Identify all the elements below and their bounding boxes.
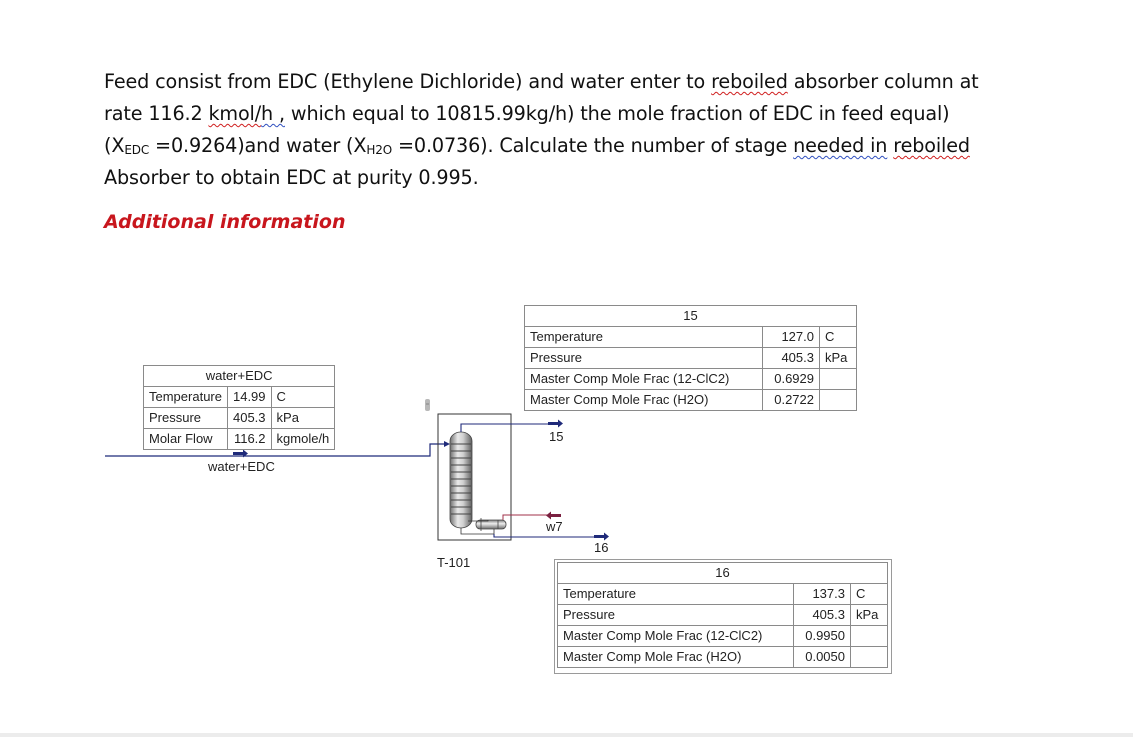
property-value: 137.3 bbox=[793, 583, 851, 605]
text-run: which equal to 10815.99kg/h) the mole fr… bbox=[284, 102, 950, 125]
property-unit bbox=[819, 389, 857, 411]
property-name: Master Comp Mole Frac (H2O) bbox=[556, 646, 795, 668]
problem-line-2: rate 116.2 kmol/h , which equal to 10815… bbox=[104, 98, 1024, 130]
spellcheck-flag: reboiled bbox=[893, 134, 970, 157]
table-row: Pressure 405.3 kPa bbox=[143, 407, 336, 429]
property-name: Pressure bbox=[556, 604, 795, 626]
energy-stream-w7-label[interactable]: w7 bbox=[546, 519, 563, 534]
problem-line-4: Absorber to obtain EDC at purity 0.995. bbox=[104, 166, 479, 189]
property-value: 116.2 bbox=[226, 428, 272, 450]
feed-stream-table: water+EDC Temperature 14.99 C Pressure 4… bbox=[142, 365, 336, 450]
stream-16-table: 16 Temperature 137.3 C Pressure 405.3 kP… bbox=[556, 562, 888, 668]
property-name: Master Comp Mole Frac (H2O) bbox=[524, 389, 763, 411]
property-value: 0.0050 bbox=[793, 646, 851, 668]
table-row: Master Comp Mole Frac (H2O) 0.0050 bbox=[556, 646, 888, 668]
table-row: Master Comp Mole Frac (12-ClC2) 0.6929 bbox=[524, 368, 857, 390]
property-name: Pressure bbox=[143, 407, 228, 429]
distillation-column-icon[interactable] bbox=[449, 431, 473, 529]
subscript: EDC bbox=[124, 143, 150, 157]
property-unit: kgmole/h bbox=[270, 428, 336, 450]
stream-15-label[interactable]: 15 bbox=[549, 429, 564, 444]
text-run: Feed consist from EDC (Ethylene Dichlori… bbox=[104, 70, 712, 93]
stream-16-label[interactable]: 16 bbox=[594, 540, 609, 555]
property-name: Master Comp Mole Frac (12-ClC2) bbox=[524, 368, 763, 390]
table-row: Temperature 14.99 C bbox=[143, 386, 336, 408]
page-bottom-edge bbox=[0, 733, 1133, 737]
table-row: Temperature 137.3 C bbox=[556, 583, 888, 605]
property-value: 0.9950 bbox=[793, 625, 851, 647]
property-name: Pressure bbox=[524, 347, 763, 369]
problem-statement: Feed consist from EDC (Ethylene Dichlori… bbox=[104, 66, 1024, 194]
property-value: 127.0 bbox=[761, 326, 821, 348]
text-run: (X bbox=[104, 134, 125, 157]
property-name: Master Comp Mole Frac (12-ClC2) bbox=[556, 625, 795, 647]
stream-16-arrow-icon[interactable] bbox=[594, 532, 609, 541]
text-run: =0.0736). Calculate the number of stage bbox=[392, 134, 794, 157]
stream-15-line[interactable] bbox=[460, 423, 560, 432]
table-title: 15 bbox=[524, 305, 857, 327]
additional-info-heading: Additional information bbox=[104, 211, 346, 233]
property-value: 0.6929 bbox=[761, 368, 821, 390]
feed-stream-arrow-icon[interactable] bbox=[233, 449, 248, 458]
property-unit: C bbox=[819, 326, 857, 348]
table-row: Pressure 405.3 kPa bbox=[556, 604, 888, 626]
property-unit bbox=[850, 646, 888, 668]
unit-ops-tag-icon bbox=[425, 399, 430, 411]
table-row: Molar Flow 116.2 kgmole/h bbox=[143, 428, 336, 450]
stream-15-arrow-icon[interactable] bbox=[548, 419, 563, 428]
property-unit bbox=[850, 625, 888, 647]
stream-16-line[interactable] bbox=[493, 534, 598, 538]
property-name: Temperature bbox=[556, 583, 795, 605]
text-run: rate 116.2 bbox=[104, 102, 209, 125]
table-row: Pressure 405.3 kPa bbox=[524, 347, 857, 369]
energy-stream-w7-line[interactable] bbox=[502, 514, 556, 520]
table-row: Master Comp Mole Frac (H2O) 0.2722 bbox=[524, 389, 857, 411]
property-value: 405.3 bbox=[761, 347, 821, 369]
stream-15-table: 15 Temperature 127.0 C Pressure 405.3 kP… bbox=[524, 305, 857, 411]
property-unit: kPa bbox=[270, 407, 336, 429]
property-unit: C bbox=[270, 386, 336, 408]
property-unit: kPa bbox=[850, 604, 888, 626]
column-label[interactable]: T-101 bbox=[437, 555, 471, 570]
problem-line-3: (XEDC =0.9264)and water (XH2O =0.0736). … bbox=[104, 130, 1024, 162]
spellcheck-flag: kmol/ bbox=[208, 102, 262, 125]
text-run: =0.9264)and water (X bbox=[149, 134, 367, 157]
property-value: 405.3 bbox=[226, 407, 272, 429]
property-value: 14.99 bbox=[226, 386, 272, 408]
problem-line-1: Feed consist from EDC (Ethylene Dichlori… bbox=[104, 66, 1024, 98]
property-name: Temperature bbox=[524, 326, 763, 348]
stream-16-table-frame bbox=[554, 559, 892, 674]
property-value: 405.3 bbox=[793, 604, 851, 626]
grammar-flag: h , bbox=[261, 102, 285, 125]
property-value: 0.2722 bbox=[761, 389, 821, 411]
column-frame bbox=[437, 413, 512, 541]
text-run: absorber column at bbox=[787, 70, 979, 93]
table-title: water+EDC bbox=[142, 365, 336, 387]
reboiler-icon[interactable] bbox=[460, 518, 507, 535]
property-name: Molar Flow bbox=[143, 428, 228, 450]
feed-stream-line[interactable] bbox=[105, 441, 450, 457]
table-title: 16 bbox=[557, 562, 888, 584]
table-row: Master Comp Mole Frac (12-ClC2) 0.9950 bbox=[556, 625, 888, 647]
feed-stream-label[interactable]: water+EDC bbox=[208, 459, 275, 474]
subscript: H2O bbox=[366, 143, 393, 157]
energy-stream-w7-arrow-icon[interactable] bbox=[546, 511, 561, 520]
grammar-flag: needed in bbox=[793, 134, 888, 157]
property-unit: kPa bbox=[819, 347, 857, 369]
property-unit bbox=[819, 368, 857, 390]
table-row: Temperature 127.0 C bbox=[524, 326, 857, 348]
property-unit: C bbox=[850, 583, 888, 605]
spellcheck-flag: reboiled bbox=[711, 70, 788, 93]
property-name: Temperature bbox=[143, 386, 228, 408]
